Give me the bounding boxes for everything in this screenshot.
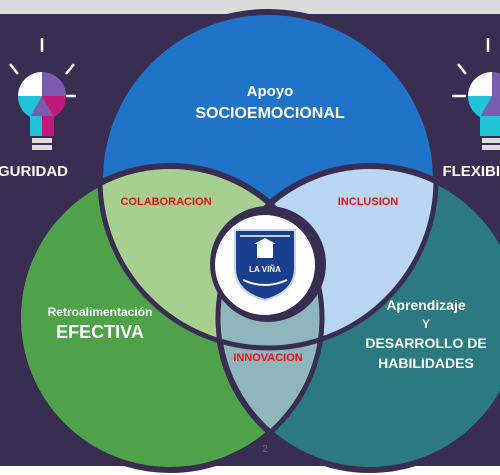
right-circle-line3: DESARROLLO DE [365,335,486,351]
logo-text: LA VIÑA [249,265,281,274]
side-label-left: GURIDAD [0,163,68,180]
right-circle-line2: Y [422,317,430,331]
left-circle-line2: EFECTIVA [56,322,144,342]
top-bar [0,0,500,14]
school-logo: LA VIÑA [234,229,296,302]
top-circle-line1: Apoyo [247,83,294,100]
overlap-label-colaboracion: COLABORACION [120,196,211,208]
page-number: 2 [262,444,268,455]
right-circle-line4: HABILIDADES [378,355,474,371]
overlap-label-inclusion: INCLUSION [338,196,399,208]
top-circle-line2: SOCIOEMOCIONAL [195,105,345,122]
left-circle-line1: Retroalimentación [48,305,153,319]
overlap-label-innovacion: INNOVACION [233,352,303,364]
lightbulb-icon-right [452,38,500,150]
bottom-bar [0,466,500,475]
right-circle-line1: Aprendizaje [386,297,466,313]
lightbulb-icon-left [9,38,76,150]
side-label-right: FLEXIBI [442,163,500,180]
